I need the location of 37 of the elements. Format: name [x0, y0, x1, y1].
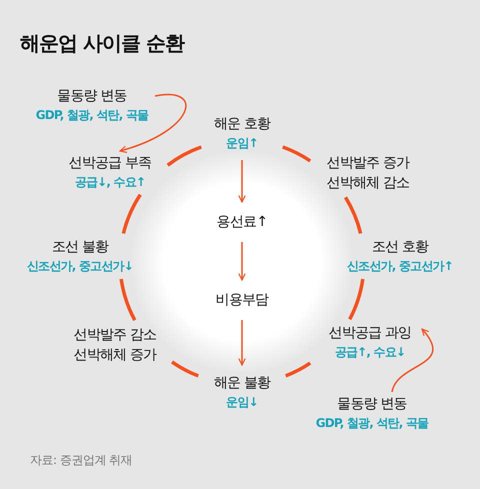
stage-label: 비용부담 — [216, 291, 268, 310]
cycle-arc — [285, 362, 312, 378]
indicator-label: GDP, 철광, 석탄, 곡물 — [36, 107, 148, 124]
indicator-label: 신조선가, 중고선가↑ — [347, 258, 453, 275]
arrow — [238, 160, 246, 203]
stage-label: 해운 호황 — [214, 115, 270, 134]
stage-label: 선박공급 부족 — [68, 154, 152, 173]
indicator-label: 신조선가, 중고선가↓ — [27, 258, 133, 275]
stage-label: 선박발주 증가 — [326, 154, 410, 173]
stage-label: 조선 불황 — [52, 238, 108, 257]
stage-label: 용선료↑ — [216, 213, 268, 232]
stage-label: 선박해체 감소 — [326, 174, 410, 193]
stage-label: 조선 호황 — [372, 238, 428, 257]
arrow — [238, 242, 246, 281]
arrow — [391, 328, 434, 392]
cycle-arc — [282, 145, 312, 162]
cycle-arc — [344, 196, 362, 234]
indicator-label: 운임↓ — [226, 394, 258, 411]
indicator-label: GDP, 철광, 석탄, 곡물 — [316, 415, 428, 432]
cycle-arc — [171, 360, 199, 378]
indicator-label: 공급↑, 수요↓ — [334, 344, 406, 361]
stage-label: 해운 불황 — [214, 374, 270, 393]
arrow — [238, 320, 246, 366]
stage-label: 선박해체 증가 — [74, 346, 156, 365]
cycle-arc — [348, 278, 365, 320]
cycle-arc — [166, 145, 202, 167]
stage-label: 선박공급 과잉 — [328, 324, 412, 343]
indicator-label: 공급↓, 수요↑ — [74, 174, 146, 191]
stage-label: 물동량 변동 — [337, 395, 407, 414]
title: 해운업 사이클 순환 — [20, 30, 184, 57]
arrow — [119, 94, 187, 153]
source-note: 자료: 증권업계 취재 — [30, 452, 132, 469]
stage-label: 선박발주 감소 — [74, 326, 156, 345]
cycle-arc — [122, 194, 142, 234]
indicator-label: 운임↑ — [226, 135, 258, 152]
stage-label: 물동량 변동 — [57, 87, 127, 106]
cycle-arc — [119, 278, 136, 321]
